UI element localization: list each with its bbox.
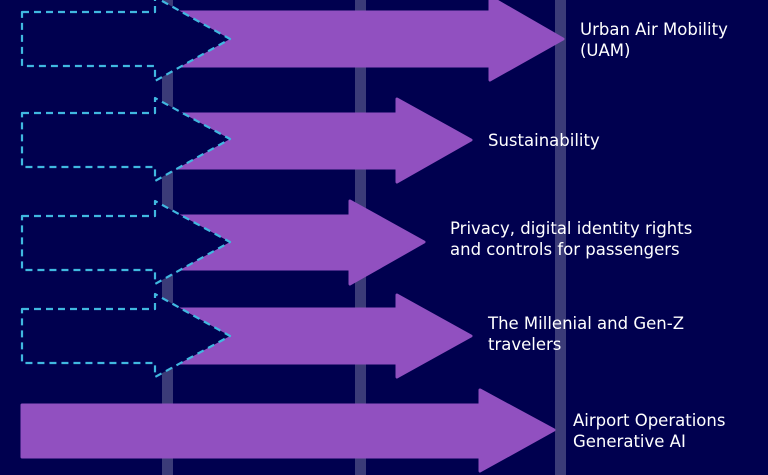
trend-label-airport-ops: Airport Operations Generative AI — [573, 411, 726, 451]
trend-label-millenial: The Millenial and Gen-Z travelers — [488, 314, 684, 354]
arrow-airport-ops — [20, 388, 556, 473]
arrow-millenial — [158, 293, 473, 379]
dashed-arrow-sustainability — [20, 96, 232, 183]
trend-label-privacy: Privacy, digital identity rights and con… — [450, 219, 693, 259]
trend-label-sustainability: Sustainability — [488, 131, 600, 150]
trend-label-uam: Urban Air Mobility (UAM) — [580, 20, 728, 60]
arrow-uam — [158, 0, 565, 82]
timeline-bar-3 — [555, 0, 566, 475]
dashed-arrow-privacy — [20, 199, 232, 286]
dashed-arrow-millenial — [20, 292, 232, 379]
arrow-privacy — [158, 199, 426, 286]
dashed-arrow-uam — [20, 0, 232, 83]
arrow-sustainability — [158, 97, 473, 184]
